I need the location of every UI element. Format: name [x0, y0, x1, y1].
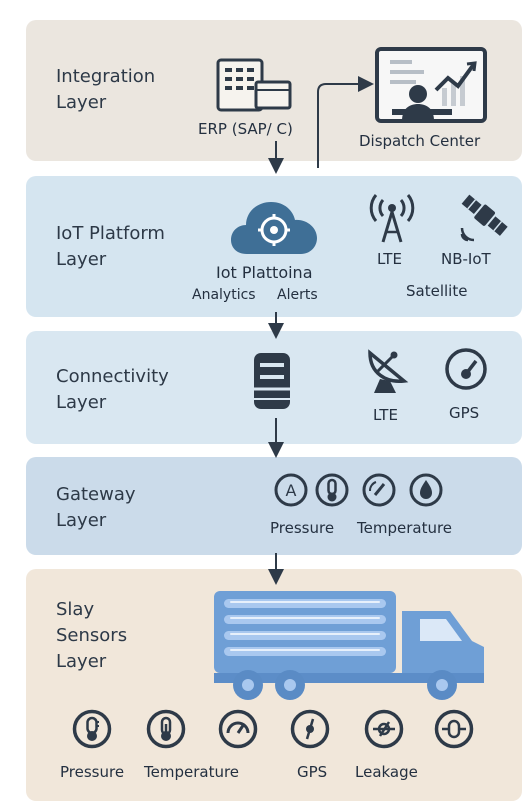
gateway-layer: Gateway Layer A Pressure Temperature [26, 457, 522, 555]
gps-gauge-icon [444, 347, 488, 391]
lte-label: LTE [377, 250, 402, 268]
title-line: Layer [56, 392, 107, 413]
satellite-label: Satellite [406, 282, 468, 300]
ampere-sensor-icon: A [274, 473, 308, 507]
cloud-platform-icon [229, 198, 319, 256]
title-line: Sensors [56, 625, 128, 646]
lte-antenna-icon [365, 194, 419, 244]
tanker-truck-icon [210, 589, 496, 705]
gateway-temperature-label: Temperature [357, 519, 453, 537]
connectivity-gps-label: GPS [449, 404, 480, 422]
temperature-sensor-icon [146, 709, 186, 749]
erp-label: ERP (SAP/ C) [198, 120, 293, 138]
title-line: Connectivity [56, 366, 169, 387]
pressure-sensor-icon [72, 709, 112, 749]
satellite-icon [458, 192, 510, 244]
sensors-layer: Slay Sensors Layer [26, 569, 522, 801]
integration-layer: Integration Layer ERP (SAP/ C) [26, 20, 522, 161]
erp-building-icon [216, 58, 292, 112]
title-line: Layer [56, 249, 107, 270]
connectivity-layer-title: Connectivity Layer [56, 364, 169, 416]
leak-drop-icon [409, 473, 443, 507]
dispatch-center-label: Dispatch Center [359, 132, 481, 150]
sensor-pressure-label: Pressure [60, 763, 125, 781]
gateway-pressure-label: Pressure [270, 519, 335, 537]
nb-iot-label: NB-IoT [441, 250, 491, 268]
title-line: Layer [56, 92, 107, 113]
gateway-device-icon [252, 351, 292, 411]
dispatch-monitor-icon [374, 46, 488, 130]
iot-platform-layer: IoT Platform Layer Iot Plattoina Analyti… [26, 176, 522, 317]
gauge-sensor-icon [218, 709, 258, 749]
integration-layer-title: Integration Layer [56, 64, 155, 116]
title-line: Layer [56, 651, 107, 672]
connectivity-layer: Connectivity Layer LTE GPS [26, 331, 522, 444]
title-line: Layer [56, 510, 107, 531]
title-line: Slay [56, 599, 95, 620]
title-line: Integration [56, 66, 156, 87]
connectivity-lte-label: LTE [373, 406, 398, 424]
gateway-layer-title: Gateway Layer [56, 482, 136, 534]
iot-platform-label: Iot Plattoina [216, 263, 313, 282]
analytics-label: Analytics [192, 287, 256, 303]
alerts-label: Alerts [277, 287, 318, 303]
sensors-layer-title: Slay Sensors Layer [56, 597, 127, 675]
sensor-leakage-label: Leakage [355, 763, 418, 781]
gauge-needle-icon [362, 473, 396, 507]
title-line: Gateway [56, 484, 136, 505]
gps-sensor-icon [290, 709, 330, 749]
ampere-letter: A [286, 481, 297, 500]
flow-sensor-icon [434, 709, 474, 749]
thermometer-icon [315, 473, 349, 507]
title-line: IoT Platform [56, 223, 165, 244]
leakage-sensor-icon [364, 709, 404, 749]
sensor-temperature-label: Temperature [144, 763, 240, 781]
iot-platform-layer-title: IoT Platform Layer [56, 221, 165, 273]
sensor-gps-label: GPS [297, 763, 328, 781]
satellite-dish-icon [364, 343, 412, 395]
